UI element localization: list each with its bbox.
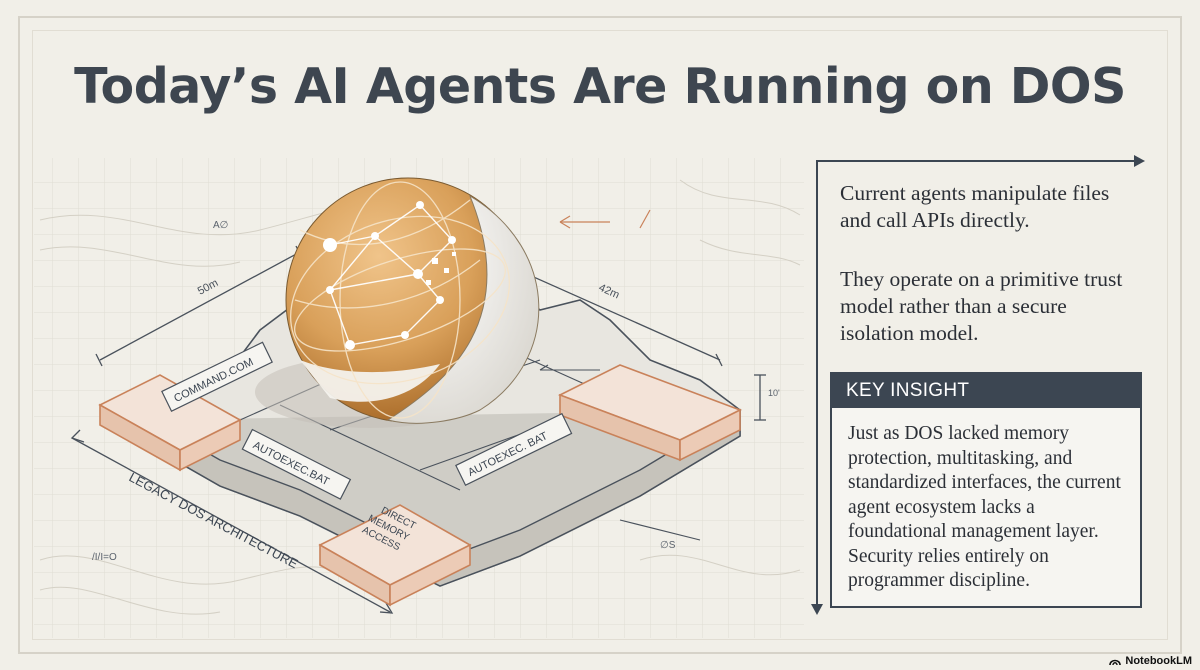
notebooklm-brand: NotebookLM xyxy=(1109,655,1192,667)
note-bottom-right: ∅S xyxy=(660,540,676,551)
panel-top-rule xyxy=(816,160,1138,162)
paragraph-trust-model: They operate on a primitive trust model … xyxy=(840,267,1123,345)
page-title: Today’s AI Agents Are Running on DOS xyxy=(74,58,1126,115)
globe xyxy=(285,177,540,424)
note-bottom-left: /I/I=O xyxy=(92,552,117,563)
outer-frame xyxy=(18,16,1182,654)
accent-marks xyxy=(559,209,651,229)
key-insight-heading: KEY INSIGHT xyxy=(832,374,1140,408)
copper-blocks xyxy=(98,364,742,607)
key-insight-text: Just as DOS lacked memory protection, mu… xyxy=(848,423,1121,591)
inner-frame xyxy=(32,30,1168,640)
info-panel: Current agents manipulate files and call… xyxy=(811,155,1150,615)
arrow-right-icon xyxy=(1134,155,1145,167)
note-top: A∅ xyxy=(213,220,228,231)
key-insight-box: KEY INSIGHT Just as DOS lacked memory pr… xyxy=(830,372,1142,608)
brand-label: NotebookLM xyxy=(1125,655,1192,667)
paragraph-current-agents: Current agents manipulate files and call… xyxy=(840,181,1110,232)
notebooklm-icon xyxy=(1109,659,1122,666)
note-right-small: 10' xyxy=(768,388,780,398)
panel-left-rule xyxy=(816,160,818,608)
ink-marks xyxy=(539,364,701,541)
arrow-down-icon xyxy=(811,604,823,615)
dimension-lines xyxy=(70,245,766,614)
